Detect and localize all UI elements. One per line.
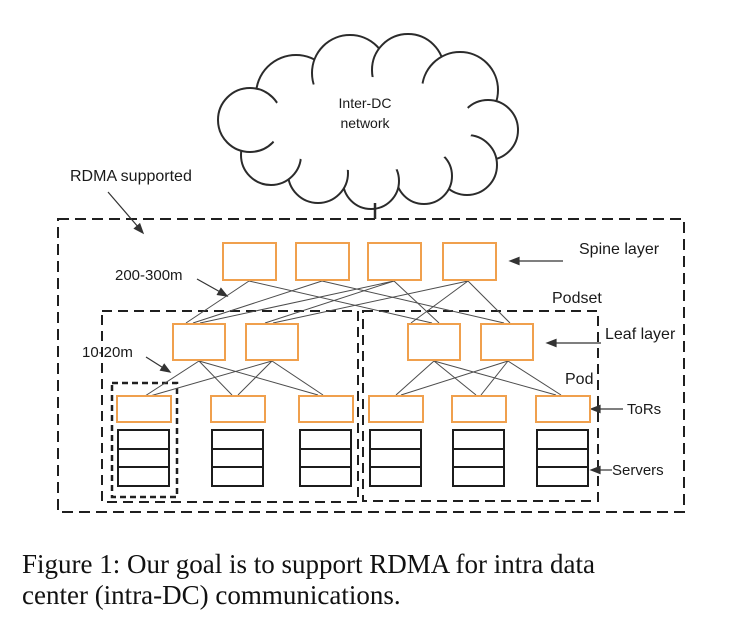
spine-node <box>442 242 497 281</box>
annotation-arrows <box>107 191 623 475</box>
tor-node <box>368 395 424 423</box>
cloud-icon <box>217 33 519 219</box>
server-unit <box>299 466 352 487</box>
server-unit <box>117 466 170 487</box>
rdma-supported-label: RDMA supported <box>70 168 192 185</box>
tor-node <box>210 395 266 423</box>
caption-line1: Figure 1: Our goal is to support RDMA fo… <box>22 549 595 579</box>
rdma-boundary-box <box>57 218 685 513</box>
server-rack <box>299 429 352 487</box>
server-unit <box>211 466 264 487</box>
tors-label: ToRs <box>627 401 662 418</box>
distance-200-300m-arrow <box>196 278 223 294</box>
cloud-label-line1: Inter-DC <box>338 95 392 111</box>
caption-line2: center (intra-DC) communications. <box>22 580 401 610</box>
spine-node <box>367 242 422 281</box>
server-rack <box>452 429 505 487</box>
server-unit <box>452 466 505 487</box>
distance-10-20m-label: 10-20m <box>82 344 133 361</box>
leaf-node <box>172 323 226 361</box>
server-unit <box>536 466 589 487</box>
podset-label: Podset <box>552 290 602 307</box>
pod-box <box>110 381 179 499</box>
cloud-label: Inter-DC network <box>300 93 430 133</box>
servers-label: Servers <box>612 462 664 479</box>
tor-node <box>451 395 507 423</box>
leaf-node <box>480 323 534 361</box>
server-rack <box>369 429 422 487</box>
leaf-tor-links <box>144 360 562 397</box>
figure-caption: Figure 1: Our goal is to support RDMA fo… <box>22 549 727 611</box>
tor-node <box>535 395 591 423</box>
leaf-node <box>407 323 461 361</box>
server-rack <box>211 429 264 487</box>
spine-node <box>222 242 277 281</box>
leaf-node <box>245 323 299 361</box>
cloud-label-line2: network <box>340 115 390 131</box>
distance-200-300m-label: 200-300m <box>115 267 183 284</box>
tor-node <box>298 395 354 423</box>
tor-node <box>116 395 172 423</box>
leaf-layer-label: Leaf layer <box>605 326 676 343</box>
spine-layer-label: Spine layer <box>579 241 660 258</box>
spine-leaf-links <box>185 280 511 324</box>
pod-label: Pod <box>565 371 594 388</box>
server-rack <box>117 429 170 487</box>
rdma-arrow <box>107 191 140 229</box>
server-rack <box>536 429 589 487</box>
server-unit <box>369 466 422 487</box>
spine-node <box>295 242 350 281</box>
